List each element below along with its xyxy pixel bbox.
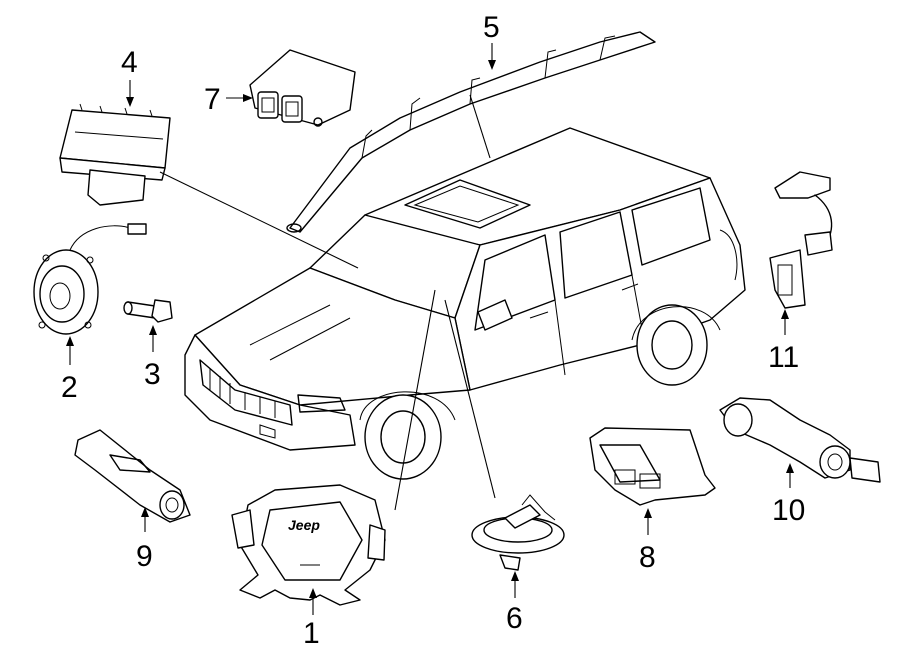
callout-3: 3 <box>144 358 161 391</box>
callout-11: 11 <box>768 341 799 374</box>
passenger-airbag[interactable] <box>59 103 171 206</box>
callout-1: 1 <box>303 617 320 650</box>
callout-2: 2 <box>61 371 78 404</box>
leader-lines <box>159 94 496 511</box>
jeep-emblem: Jeep <box>288 517 320 533</box>
horn-assembly[interactable] <box>33 223 147 335</box>
callout-6: 6 <box>506 602 523 635</box>
callout-4: 4 <box>121 46 138 79</box>
impact-sensor-front[interactable] <box>74 429 191 523</box>
bolt[interactable] <box>123 299 173 323</box>
callout-10: 10 <box>772 494 805 527</box>
callout-9: 9 <box>136 540 153 573</box>
driver-airbag[interactable]: Jeep <box>231 484 386 606</box>
clockspring[interactable] <box>471 494 565 571</box>
control-module[interactable] <box>249 49 356 127</box>
impact-sensor-side[interactable] <box>719 397 881 483</box>
vehicle-illustration <box>184 127 746 480</box>
callouts: 1 2 3 4 5 6 7 8 9 10 <box>61 11 805 650</box>
callout-5: 5 <box>483 11 500 44</box>
seat-belt-sensor[interactable] <box>769 171 833 309</box>
callout-8: 8 <box>639 541 656 574</box>
occupant-module[interactable] <box>589 427 716 506</box>
curtain-airbag[interactable] <box>286 31 656 233</box>
callout-7: 7 <box>204 83 221 116</box>
